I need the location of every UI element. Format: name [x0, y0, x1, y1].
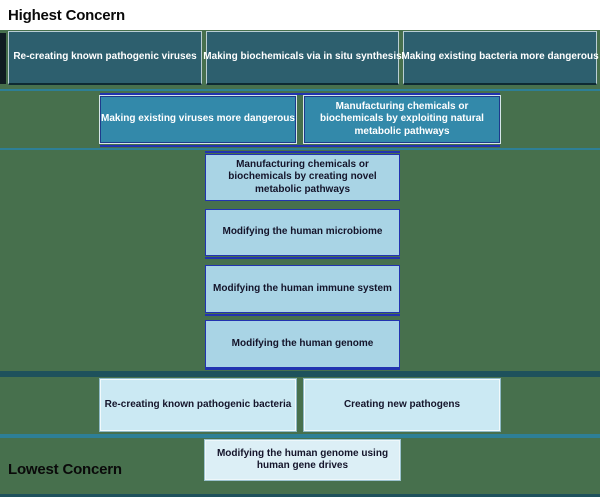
- box-modifying-human-immune-system: Modifying the human immune system: [205, 265, 400, 313]
- box-making-existing-bacteria-more-dangerous: Making existing bacteria more dangerous: [401, 31, 599, 85]
- box-modifying-human-microbiome: Modifying the human microbiome: [205, 209, 400, 256]
- box-manufacturing-chemicals-novel-pathways: Manufacturing chemicals or biochemicals …: [205, 154, 400, 201]
- concern-box-label: Manufacturing chemicals or biochemicals …: [320, 100, 484, 137]
- tier-separator-accent: [100, 145, 500, 147]
- concern-box-label: Re-creating known pathogenic bacteria: [104, 398, 292, 410]
- box-creating-new-pathogens: Creating new pathogens: [304, 379, 500, 431]
- box-underline: [205, 368, 400, 370]
- concern-box-label: Creating new pathogens: [343, 398, 461, 410]
- concern-box-label: Making existing bacteria more dangerous: [401, 51, 599, 63]
- concern-box-label: Modifying the human microbiome: [222, 226, 383, 238]
- tier-separator-accent: [100, 93, 500, 95]
- highest-concern-label: Highest Concern: [8, 7, 126, 24]
- lowest-concern-label: Lowest Concern: [8, 461, 122, 478]
- box-making-biochemicals-in-situ-synthesis: Making biochemicals via in situ synthesi…: [203, 31, 402, 85]
- tier-separator: [0, 148, 600, 150]
- concern-box-label: Modifying the human genome: [231, 337, 374, 349]
- concern-box-label: Manufacturing chemicals or biochemicals …: [228, 158, 377, 195]
- box-underline: [205, 257, 400, 259]
- concern-box-label: Re-creating known pathogenic viruses: [13, 51, 197, 63]
- box-recreating-known-pathogenic-viruses: Re-creating known pathogenic viruses: [8, 31, 202, 85]
- concern-box-label: Making biochemicals via in situ synthesi…: [203, 51, 402, 63]
- tier-separator-accent: [205, 151, 400, 153]
- box-recreating-known-pathogenic-bacteria: Re-creating known pathogenic bacteria: [100, 379, 296, 431]
- concern-box-label: Modifying the human immune system: [213, 282, 392, 294]
- box-manufacturing-chemicals-exploiting-natural-pathways: Manufacturing chemicals or biochemicals …: [304, 96, 500, 143]
- box-modifying-human-genome: Modifying the human genome: [205, 320, 400, 368]
- box-modifying-genome-gene-drives: Modifying the human genome using human g…: [205, 440, 400, 480]
- concern-box-label: Modifying the human genome using human g…: [216, 447, 389, 472]
- box-making-existing-viruses-more-dangerous: Making existing viruses more dangerous: [100, 96, 296, 143]
- top-band: [0, 0, 600, 30]
- box-underline: [205, 314, 400, 316]
- bottom-edge-line: [0, 494, 600, 497]
- tier-separator-thick: [0, 371, 600, 377]
- tier-separator: [0, 89, 600, 91]
- concern-box-label: Making existing viruses more dangerous: [101, 113, 295, 125]
- tier-separator: [0, 434, 600, 438]
- left-edge-sliver: [0, 33, 6, 84]
